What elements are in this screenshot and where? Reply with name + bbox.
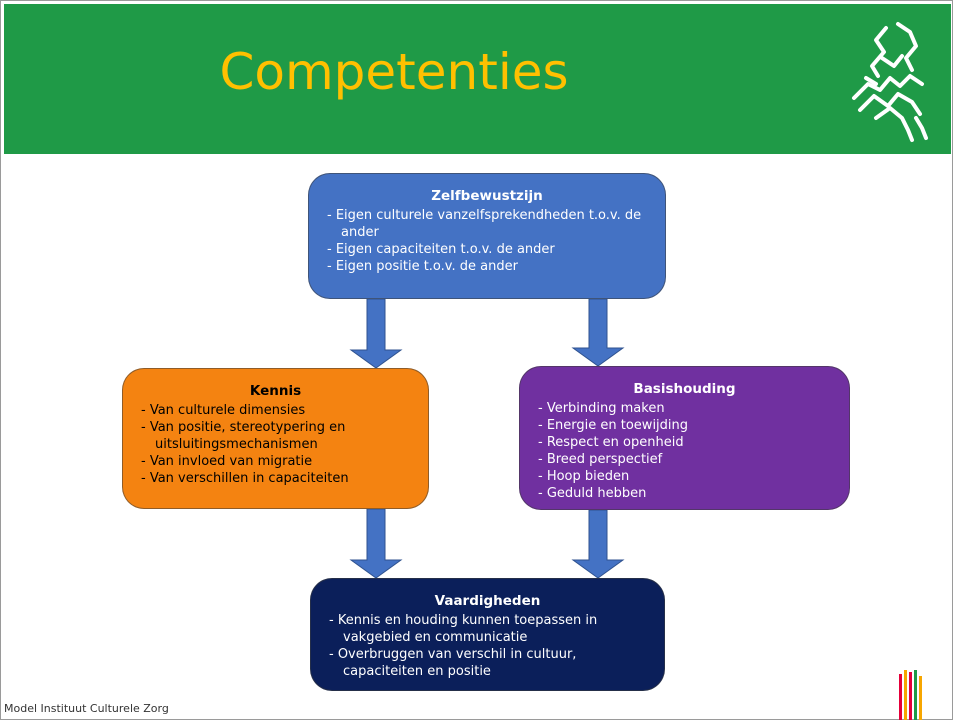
box-vaardigheden: Vaardigheden Kennis en houding kunnen to… bbox=[310, 578, 665, 691]
box-basishouding: Basishouding Verbinding maken Energie en… bbox=[519, 366, 850, 510]
list-item: Van invloed van migratie bbox=[141, 453, 410, 470]
list-item: Van culturele dimensies bbox=[141, 402, 410, 419]
box-title: Zelfbewustzijn bbox=[431, 188, 543, 204]
list-item: Van verschillen in capaciteiten bbox=[141, 470, 410, 487]
brand-stripes-icon bbox=[899, 670, 922, 720]
list-item: Overbruggen van verschil in cultuur, cap… bbox=[329, 646, 646, 680]
list-item: Van positie, stereotypering en uitsluiti… bbox=[141, 419, 410, 453]
network-map-logo-icon bbox=[852, 22, 928, 142]
slide-footer: Model Instituut Culturele Zorg bbox=[4, 702, 169, 715]
list-item: Verbinding maken bbox=[538, 400, 831, 417]
list-item: Geduld hebben bbox=[538, 485, 831, 502]
list-item: Kennis en houding kunnen toepassen in va… bbox=[329, 612, 646, 646]
slide-header: Competenties bbox=[4, 4, 951, 154]
list-item: Eigen positie t.o.v. de ander bbox=[327, 258, 647, 275]
box-title: Vaardigheden bbox=[434, 593, 541, 609]
list-item: Eigen capaciteiten t.o.v. de ander bbox=[327, 241, 647, 258]
box-title: Basishouding bbox=[633, 381, 736, 397]
list-item: Respect en openheid bbox=[538, 434, 831, 451]
box-zelfbewustzijn: Zelfbewustzijn Eigen culturele vanzelfsp… bbox=[308, 173, 666, 299]
box-kennis: Kennis Van culturele dimensies Van posit… bbox=[122, 368, 429, 509]
list-item: Breed perspectief bbox=[538, 451, 831, 468]
slide-title: Competenties bbox=[219, 43, 569, 101]
list-item: Eigen culturele vanzelfsprekendheden t.o… bbox=[327, 207, 647, 241]
box-title: Kennis bbox=[249, 383, 302, 399]
list-item: Hoop bieden bbox=[538, 468, 831, 485]
list-item: Energie en toewijding bbox=[538, 417, 831, 434]
